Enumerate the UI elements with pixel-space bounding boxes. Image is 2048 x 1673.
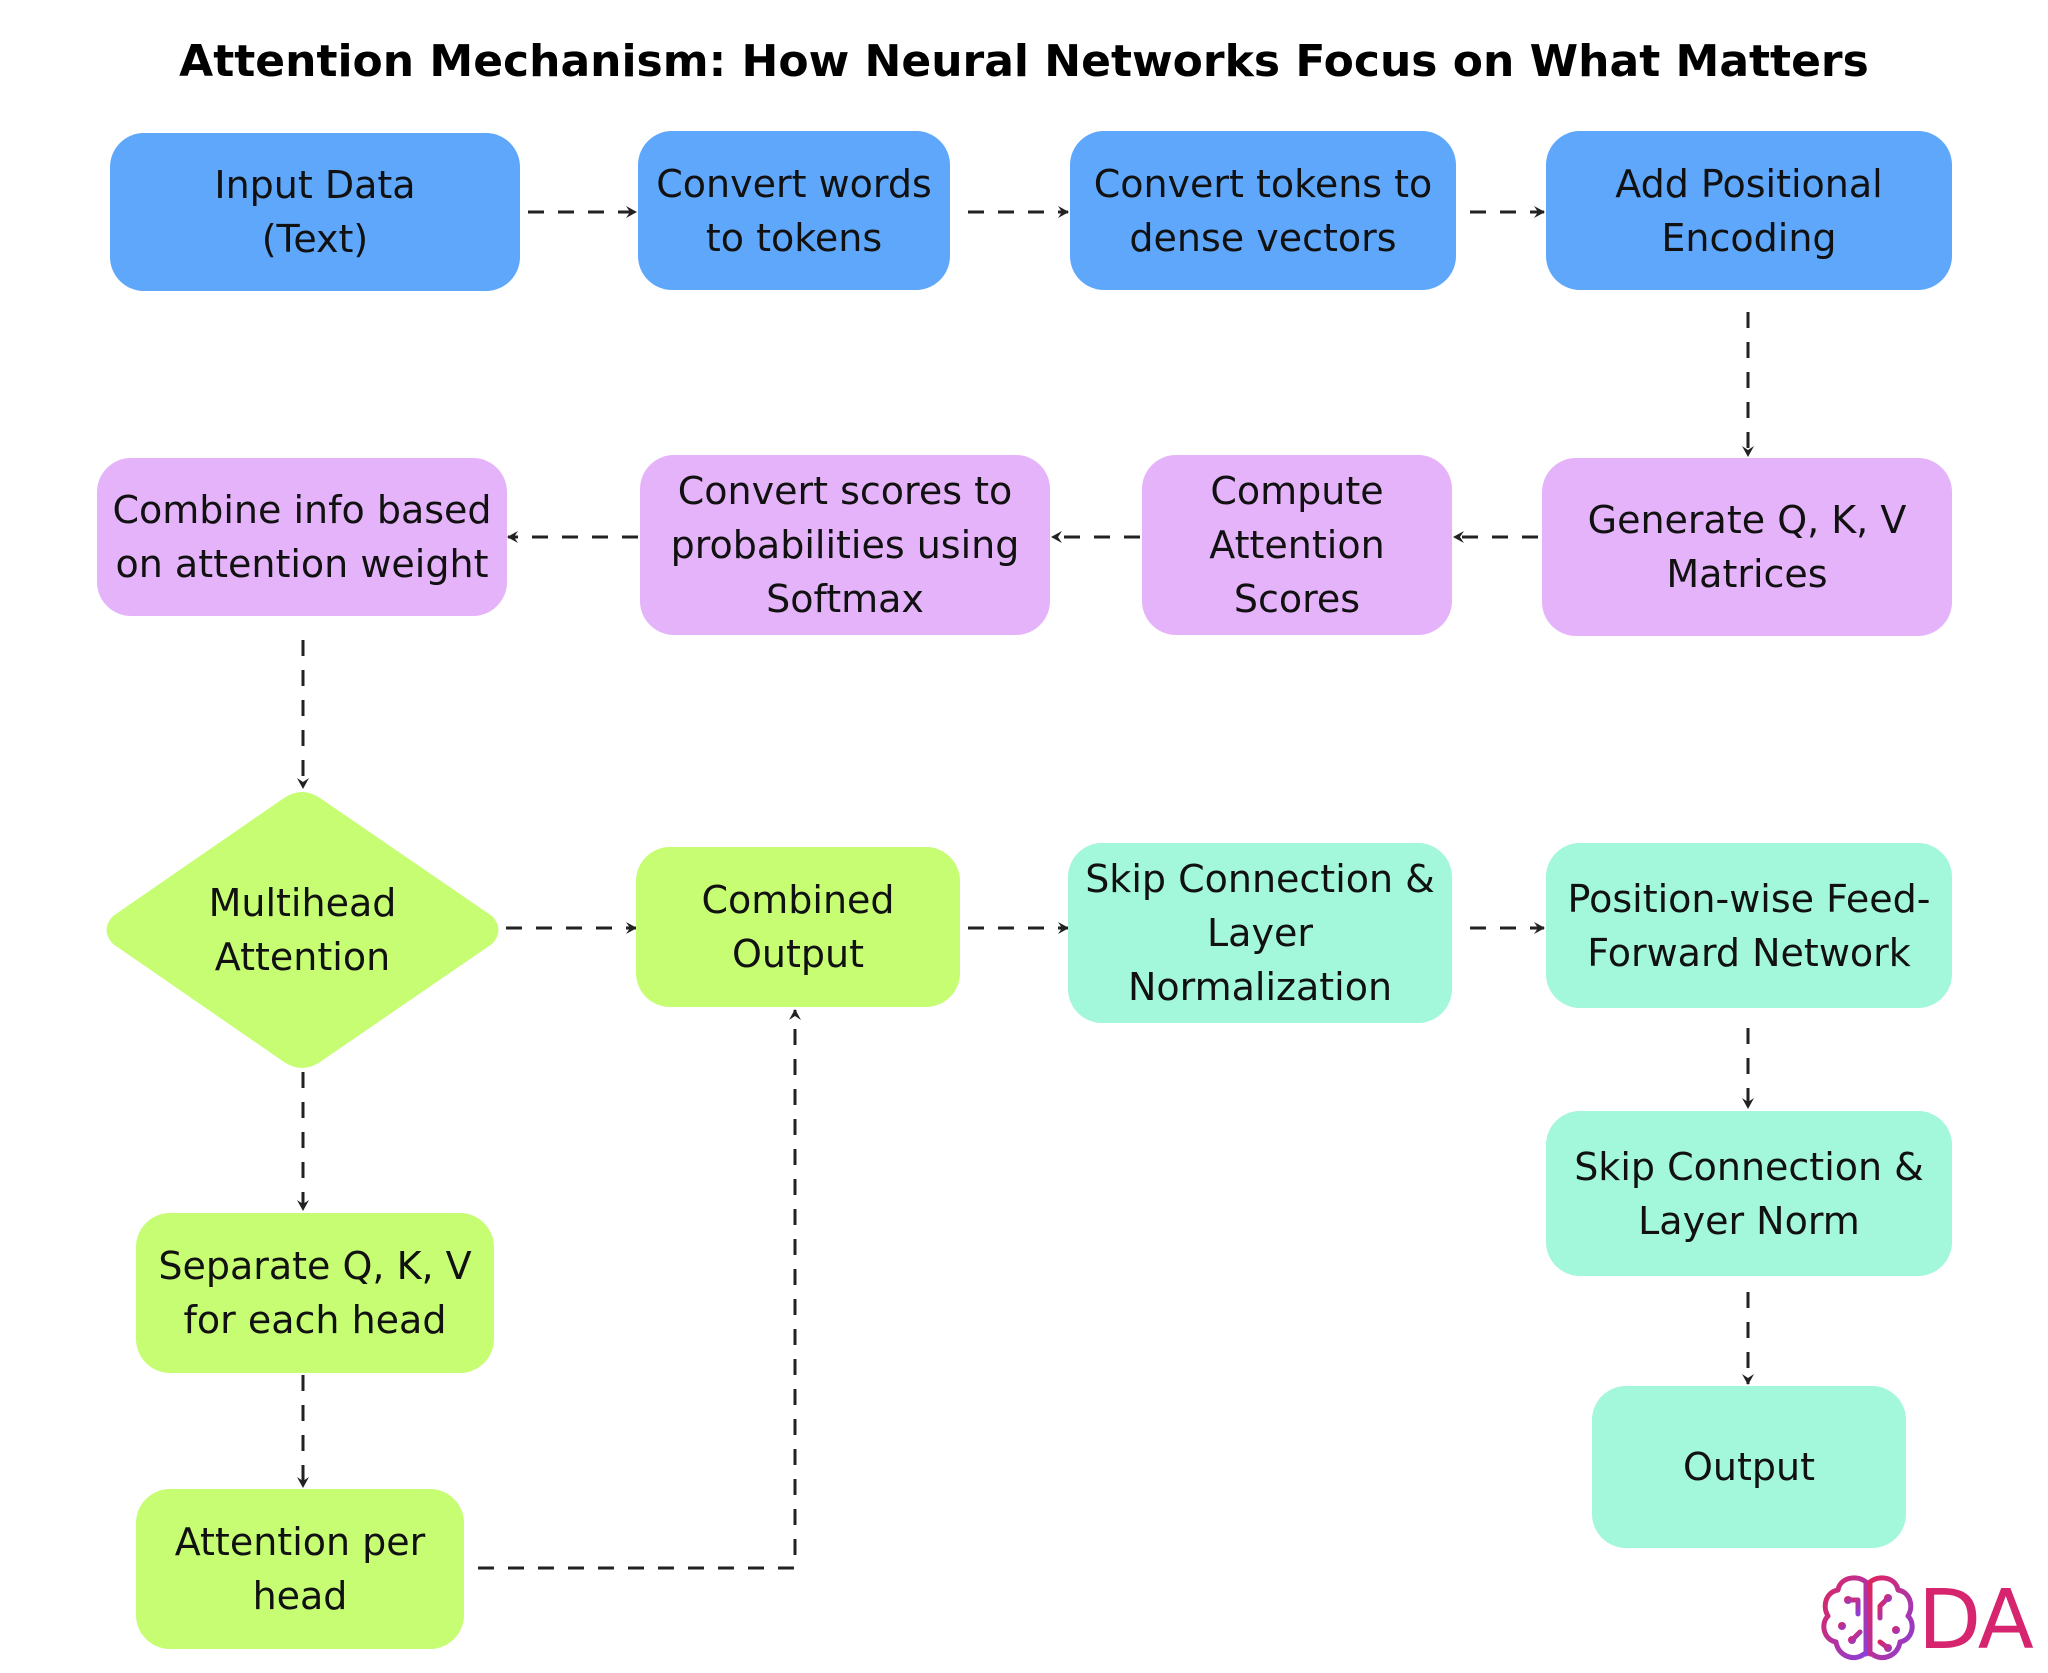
node-output-label: Output (1683, 1445, 1815, 1489)
brain-circuit-icon (1821, 1575, 1915, 1660)
node-compute-scores[interactable]: Compute Attention Scores (1142, 455, 1452, 635)
node-combine-info[interactable]: Combine info based on attention weight (97, 458, 507, 616)
node-combined-output[interactable]: Combined Output (636, 847, 960, 1007)
node-skip-layer-norm-2[interactable]: Skip Connection & Layer Norm (1546, 1111, 1952, 1276)
node-feed-forward-label: Position-wise Feed- Forward Network (1567, 876, 1931, 975)
node-generate-qkv-label: Generate Q, K, V Matrices (1587, 498, 1907, 596)
node-positional-encoding[interactable]: Add Positional Encoding (1546, 131, 1952, 290)
node-feed-forward[interactable]: Position-wise Feed- Forward Network (1546, 843, 1952, 1008)
node-words-to-tokens-label: Convert words to tokens (656, 161, 932, 260)
node-skip-layer-norm-1[interactable]: Skip Connection & Layer Normalization (1068, 843, 1452, 1023)
multihead-diamond-shape (106, 792, 499, 1068)
node-softmax[interactable]: Convert scores to probabilities using So… (640, 455, 1050, 635)
node-compute-scores-label: Compute Attention Scores (1209, 469, 1385, 621)
node-skip-layer-norm-2-label: Skip Connection & Layer Norm (1574, 1144, 1924, 1243)
node-generate-qkv[interactable]: Generate Q, K, V Matrices (1542, 458, 1952, 636)
node-multihead-attention-label: Multihead Attention (208, 881, 397, 979)
node-words-to-tokens[interactable]: Convert words to tokens (638, 131, 950, 290)
diagram-title: Attention Mechanism: How Neural Networks… (179, 36, 1869, 87)
brand-logo: DA (1818, 1570, 2038, 1670)
arrow-perhead-to-combined (478, 1009, 801, 1570)
node-skip-layer-norm-1-label: Skip Connection & Layer Normalization (1085, 857, 1435, 1009)
node-attention-per-head[interactable]: Attention per head (136, 1489, 464, 1649)
node-output[interactable]: Output (1592, 1386, 1906, 1548)
node-separate-qkv-label: Separate Q, K, V for each head (158, 1244, 472, 1342)
node-attention-per-head-label: Attention per head (174, 1520, 426, 1618)
node-multihead-attention[interactable]: Multihead Attention (100, 790, 505, 1070)
node-softmax-label: Convert scores to probabilities using So… (670, 469, 1020, 621)
node-input-data-label: Input Data (Text) (214, 163, 416, 261)
node-tokens-to-vectors[interactable]: Convert tokens to dense vectors (1070, 131, 1456, 290)
node-positional-encoding-label: Add Positional Encoding (1615, 161, 1883, 260)
node-combine-info-label: Combine info based on attention weight (112, 488, 492, 586)
node-combined-output-label: Combined Output (701, 878, 895, 976)
logo-text: DA (1918, 1573, 2034, 1668)
node-tokens-to-vectors-label: Convert tokens to dense vectors (1093, 161, 1433, 260)
node-separate-qkv[interactable]: Separate Q, K, V for each head (136, 1213, 494, 1373)
node-input-data[interactable]: Input Data (Text) (110, 133, 520, 291)
